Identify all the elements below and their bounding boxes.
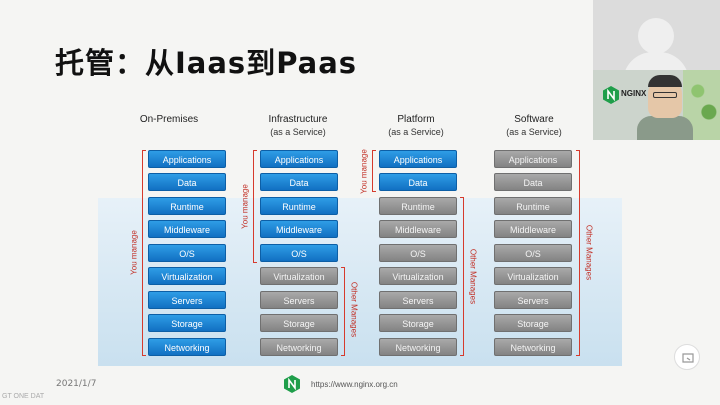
column-header: Software (as a Service) (474, 114, 594, 138)
slide-title: 托管：从Iaas到Paas (55, 46, 358, 80)
presenter-shirt (637, 116, 693, 140)
you-manage-bracket (142, 150, 146, 356)
layer-runtime: Runtime (260, 197, 338, 215)
layer-os: O/S (260, 244, 338, 262)
column-title: Software (514, 114, 554, 125)
layer-networking: Networking (494, 338, 572, 356)
column-header: Infrastructure (as a Service) (238, 114, 358, 138)
you-manage-label: You manage (359, 149, 369, 194)
nginx-badge-text: NGINX (621, 89, 647, 98)
other-manages-label: Other Manages (349, 281, 359, 338)
layer-servers: Servers (260, 291, 338, 309)
other-manages-label: Other Manages (468, 248, 478, 305)
layer-servers: Servers (379, 291, 457, 309)
layer-applications: Applications (494, 150, 572, 168)
nginx-logo-icon (603, 86, 619, 104)
layer-data: Data (494, 173, 572, 191)
layer-data: Data (379, 173, 457, 191)
layer-os: O/S (379, 244, 457, 262)
you-manage-bracket (372, 150, 376, 192)
column-subtitle: (as a Service) (388, 127, 444, 137)
you-manage-label: You manage (240, 184, 250, 229)
presenter-hair (648, 75, 682, 87)
layer-applications: Applications (379, 150, 457, 168)
layer-virtualization: Virtualization (148, 267, 226, 285)
fullscreen-button[interactable] (674, 344, 700, 370)
layer-os: O/S (148, 244, 226, 262)
fullscreen-icon (682, 353, 694, 363)
layer-storage: Storage (379, 314, 457, 332)
layer-virtualization: Virtualization (379, 267, 457, 285)
you-manage-label: You manage (129, 230, 139, 275)
layer-storage: Storage (260, 314, 338, 332)
layer-middleware: Middleware (379, 220, 457, 238)
column-title: On-Premises (139, 114, 199, 125)
layer-runtime: Runtime (379, 197, 457, 215)
webcam-overlay: NGINX (593, 0, 720, 140)
cloud-service-models-diagram: On-Premises Applications Data Runtime Mi… (98, 108, 622, 366)
layer-storage: Storage (148, 314, 226, 332)
layer-networking: Networking (260, 338, 338, 356)
nginx-footer-logo-icon (284, 375, 300, 393)
layer-data: Data (260, 173, 338, 191)
layer-storage: Storage (494, 314, 572, 332)
layer-runtime: Runtime (494, 197, 572, 215)
layer-virtualization: Virtualization (260, 267, 338, 285)
layer-servers: Servers (148, 291, 226, 309)
layer-virtualization: Virtualization (494, 267, 572, 285)
other-manages-label: Other Manages (584, 224, 594, 281)
layer-applications: Applications (260, 150, 338, 168)
avatar-head (638, 18, 674, 54)
layer-middleware: Middleware (494, 220, 572, 238)
column-header: Platform (as a Service) (356, 114, 476, 138)
layer-middleware: Middleware (260, 220, 338, 238)
column-title: Infrastructure (268, 114, 328, 125)
layer-runtime: Runtime (148, 197, 226, 215)
other-manages-bracket (341, 267, 345, 356)
watermark-text: GT ONE DAT (2, 393, 45, 400)
layer-servers: Servers (494, 291, 572, 309)
column-subtitle: (as a Service) (506, 127, 562, 137)
layer-networking: Networking (148, 338, 226, 356)
column-subtitle: (as a Service) (270, 127, 326, 137)
layer-networking: Networking (379, 338, 457, 356)
presenter-glasses (653, 92, 677, 98)
layer-data: Data (148, 173, 226, 191)
layer-middleware: Middleware (148, 220, 226, 238)
column-header: On-Premises (109, 114, 229, 126)
footer-url: https://www.nginx.org.cn (311, 380, 398, 389)
you-manage-bracket (253, 150, 257, 263)
column-title: Platform (397, 114, 435, 125)
layer-applications: Applications (148, 150, 226, 168)
layer-os: O/S (494, 244, 572, 262)
other-manages-bracket (460, 197, 464, 356)
slide-date: 2021/1/7 (56, 379, 97, 389)
webcam-plant (683, 70, 720, 140)
other-manages-bracket (576, 150, 580, 356)
